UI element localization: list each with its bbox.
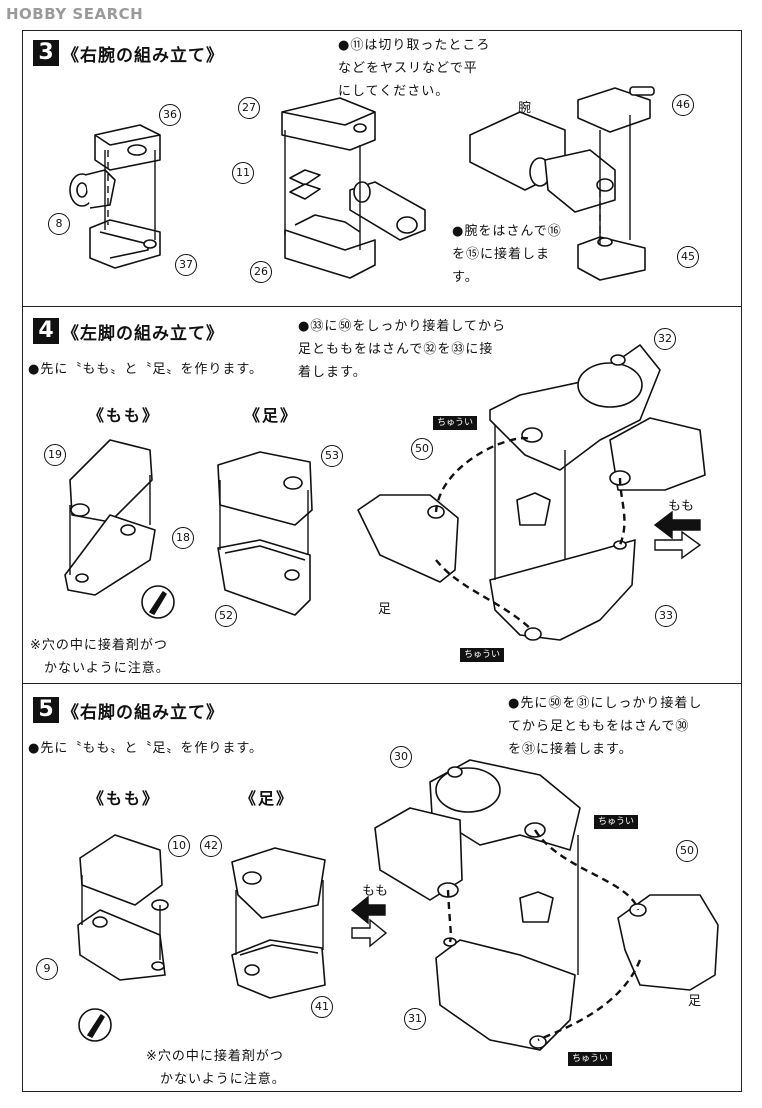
arm-part-cap-illustration [94, 124, 161, 171]
part-callout-10: 10 [168, 835, 190, 857]
right-foot-assembly-illustration [617, 894, 719, 991]
part-callout-33: 33 [655, 605, 677, 627]
part-callout-37: 37 [175, 254, 197, 276]
right-hip-lower-illustration [435, 937, 576, 1051]
step-3-number: 3 [33, 40, 59, 66]
step-5-thigh-heading: 《もも》 [88, 789, 161, 808]
right-foot-bottom-illustration [231, 939, 326, 999]
step-5-main-note: ●先に㊿を㉛にしっかり接着し てから足とももをはさんで㉚ を㉛に接着します。 [508, 696, 703, 757]
part-callout-50: 50 [676, 840, 698, 862]
step-4-thigh-heading: 《もも》 [88, 406, 161, 425]
part-callout-27: 27 [238, 97, 260, 119]
arm-joint-part8-illustration [69, 169, 116, 209]
step-5-number: 5 [33, 697, 59, 723]
shoulder-block-illustration [577, 86, 655, 281]
step-4-caution-tag-bottom: ちゅうい [460, 648, 505, 662]
step-4-caution: ※穴の中に接着剤がつ かないように注意。 [30, 638, 170, 676]
step-5-title: 《右脚の組み立て》 [62, 703, 224, 723]
left-thigh-bottom-illustration [64, 514, 175, 619]
part-callout-30: 30 [390, 746, 412, 768]
step-4-main-note: ●㉝に㊿をしっかり接着してから 足とももをはさんで㉜を㉝に接 着します。 [298, 319, 506, 380]
left-hip-upper-illustration [489, 344, 661, 471]
section-divider-3-4 [22, 306, 742, 307]
part-callout-19: 19 [44, 444, 66, 466]
step-5-caution-tag-bottom: ちゅうい [568, 1052, 613, 1066]
step-4-title: 《左脚の組み立て》 [62, 324, 224, 344]
elbow-link-illustration [289, 169, 426, 241]
step-4-number: 4 [33, 318, 59, 344]
step-5-thigh-label: もも [362, 884, 389, 899]
step-5-caution-tag-top: ちゅうい [594, 815, 639, 829]
part-callout-18: 18 [172, 527, 194, 549]
part-callout-53: 53 [321, 445, 343, 467]
left-thigh-assembly-illustration [609, 417, 706, 491]
step-4-foot-heading: 《足》 [244, 406, 299, 425]
step-4-caution-tag-top: ちゅうい [433, 416, 478, 430]
step-3-file-note: ●⑪は切り取ったところ などをヤスリなどで平 にしてください。 [338, 38, 491, 99]
left-hip-lower-illustration [489, 539, 636, 641]
step-3-glue-note: ●腕をはさんで⑯ を⑮に接着しま す。 [452, 224, 562, 285]
arm-label: 腕 [518, 101, 532, 116]
part-callout-50: 50 [411, 438, 433, 460]
left-foot-assembly-illustration [357, 494, 459, 583]
part-callout-8: 8 [48, 213, 70, 235]
part-callout-42: 42 [200, 835, 222, 857]
part-callout-45: 45 [677, 246, 699, 268]
step-4-thigh-label: もも [668, 499, 695, 514]
right-thigh-bottom-illustration [77, 909, 166, 1042]
left-foot-bottom-illustration [217, 539, 311, 616]
part-callout-41: 41 [311, 996, 333, 1018]
right-thigh-top-illustration [79, 834, 169, 911]
left-foot-top-illustration [217, 451, 313, 526]
step-4-first-note: ●先に〝もも〟と〝足〟を作ります。 [28, 362, 264, 377]
instruction-frame [22, 30, 742, 1092]
part-callout-26: 26 [250, 261, 272, 283]
part-callout-11: 11 [232, 162, 254, 184]
part-callout-46: 46 [672, 94, 694, 116]
part-callout-9: 9 [36, 958, 58, 980]
part-callout-31: 31 [404, 1008, 426, 1030]
step-5-foot-label: 足 [688, 994, 702, 1009]
right-hip-upper-illustration [429, 759, 581, 851]
part-callout-52: 52 [215, 605, 237, 627]
step-5-foot-heading: 《足》 [240, 789, 295, 808]
arm-part-base-illustration [89, 219, 161, 269]
section-divider-4-5 [22, 683, 742, 684]
forearm-assembly-illustration [469, 111, 616, 213]
right-foot-top-illustration [231, 847, 326, 919]
step-5-first-note: ●先に〝もも〟と〝足〟を作ります。 [28, 741, 264, 756]
part-50-illustration [516, 492, 551, 526]
step-4-foot-label: 足 [378, 602, 392, 617]
upper-arm-shell-illustration [281, 97, 376, 279]
hobby-search-logo: HOBBY SEARCH [6, 5, 144, 23]
part-50-illustration [519, 891, 554, 923]
right-thigh-assembly-illustration [374, 807, 463, 901]
left-thigh-top-illustration [69, 439, 153, 523]
part-callout-36: 36 [159, 104, 181, 126]
part-callout-32: 32 [654, 328, 676, 350]
step-5-caution: ※穴の中に接着剤がつ かないように注意。 [146, 1049, 286, 1087]
step-3-title: 《右腕の組み立て》 [62, 46, 224, 66]
